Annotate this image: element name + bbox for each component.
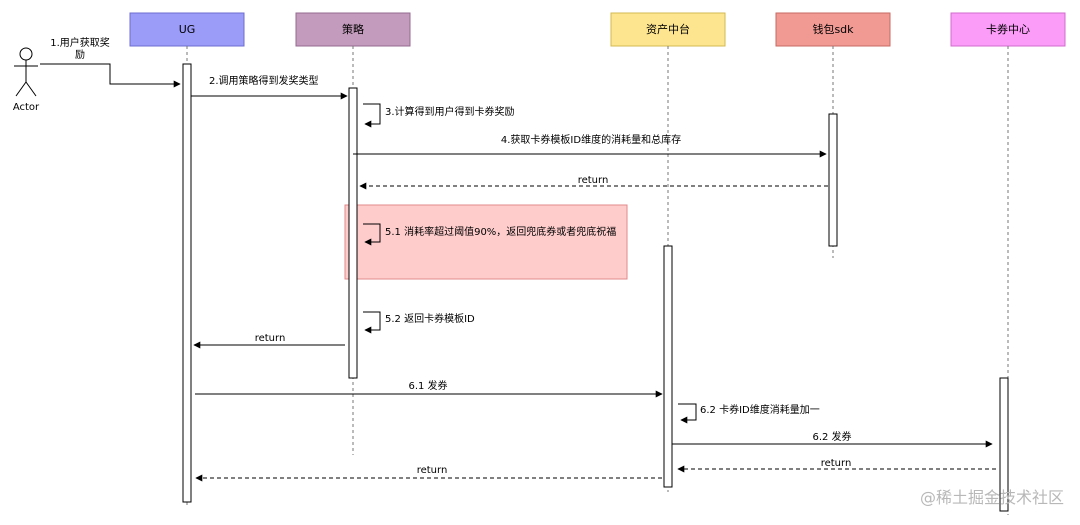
message-1-arrow [40, 63, 181, 88]
message-5-1-arrow [363, 223, 381, 246]
participant-ug-box[interactable] [129, 12, 245, 47]
participant-asset-platform[interactable]: 资产中台 [610, 12, 726, 47]
threshold-highlight-region [344, 204, 628, 280]
message-6-2-return-label: return [821, 458, 852, 469]
watermark-text: @稀土掘金技术社区 [920, 488, 1064, 507]
message-5-1-label: 5.1 消耗率超过阈值90%，返回兜底券或者兜底祝福 [385, 225, 616, 238]
participant-strategy-label: 策略 [342, 22, 364, 36]
participant-coupon-center-label: 卡券中心 [986, 22, 1030, 36]
message-6-2a-label: 6.2 卡券ID维度消耗量加一 [700, 403, 820, 416]
activation-ug [182, 63, 192, 503]
participant-strategy[interactable]: 策略 [295, 12, 411, 47]
participant-wallet-sdk-label: 钱包sdk [812, 22, 854, 36]
message-6-return-label: return [417, 465, 448, 476]
message-4-label: 4.获取卡券模板ID维度的消耗量和总库存 [501, 133, 681, 146]
activation-asset-platform [663, 245, 673, 488]
participant-wallet-sdk[interactable]: 钱包sdk [775, 12, 891, 47]
participant-asset-platform-box[interactable] [610, 12, 726, 47]
message-5-2-label: 5.2 返回卡券模板ID [385, 312, 475, 325]
activation-coupon-center [999, 377, 1009, 512]
activation-wallet-sdk [828, 113, 838, 247]
message-3-arrow [363, 103, 381, 128]
participant-coupon-center[interactable]: 卡券中心 [950, 12, 1066, 47]
message-2-label: 2.调用策略得到发奖类型 [209, 74, 319, 87]
message-5-2-arrow [363, 311, 381, 334]
message-4-return-label: return [578, 175, 609, 186]
participant-wallet-sdk-box[interactable] [775, 12, 891, 47]
message-6-2a-arrow [678, 403, 697, 424]
activation-strategy [348, 87, 358, 379]
participant-ug-label: UG [179, 23, 196, 36]
message-1-label-line1: 1.用户获取奖 [50, 36, 110, 49]
participant-asset-platform-label: 资产中台 [646, 22, 690, 36]
participant-strategy-box[interactable] [295, 12, 411, 47]
actor-icon [14, 47, 38, 97]
message-6-1-label: 6.1 发券 [408, 379, 447, 392]
participant-ug[interactable]: UG [129, 12, 245, 47]
message-6-2b-label: 6.2 发券 [812, 430, 851, 443]
message-5-return-label: return [255, 333, 286, 344]
message-3-label: 3.计算得到用户得到卡券奖励 [385, 105, 515, 118]
message-1-label-line2: 励 [75, 48, 85, 61]
actor-label: Actor [13, 102, 40, 113]
